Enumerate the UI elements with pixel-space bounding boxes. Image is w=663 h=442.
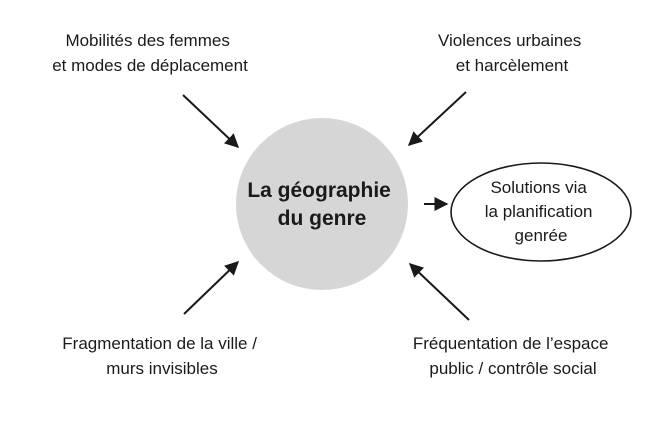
public-space-label-line-2: public / contrôle social [429, 359, 596, 378]
public-space-label-line-1: Fréquentation de l’espace [413, 334, 609, 353]
solutions-label-line-2: la planification [485, 202, 593, 221]
violence-label-line-2: et harcèlement [456, 56, 569, 75]
center-label-line-2: du genre [278, 207, 367, 230]
solutions-label: Solutions via la planification genrée [485, 178, 597, 245]
mobility-label: Mobilités des femmes et modes de déplace… [52, 31, 248, 75]
center-label-line-1: La géographie [247, 179, 391, 202]
solutions-ellipse [450, 162, 632, 262]
arrow-fragmentation-to-center [183, 261, 240, 315]
mobility-label-line-2: et modes de déplacement [52, 56, 248, 75]
arrow-violence-to-center [407, 91, 467, 146]
fragmentation-label-line-1: Fragmentation de la ville / [62, 334, 257, 353]
arrow-public-space-to-center [408, 263, 470, 321]
fragmentation-label: Fragmentation de la ville / murs invisib… [62, 334, 261, 378]
mobility-label-line-1: Mobilités des femmes [65, 31, 229, 50]
public-space-label: Fréquentation de l’espace public / contr… [413, 334, 613, 378]
solutions-label-line-3: genrée [515, 226, 568, 245]
center-circle [236, 118, 408, 290]
violence-label-line-1: Violences urbaines [438, 31, 581, 50]
center-label: La géographie du genre [247, 179, 396, 230]
violence-label: Violences urbaines et harcèlement [438, 31, 586, 75]
fragmentation-label-line-2: murs invisibles [106, 359, 217, 378]
solutions-label-line-1: Solutions via [490, 178, 587, 197]
arrow-mobility-to-center [182, 94, 240, 148]
